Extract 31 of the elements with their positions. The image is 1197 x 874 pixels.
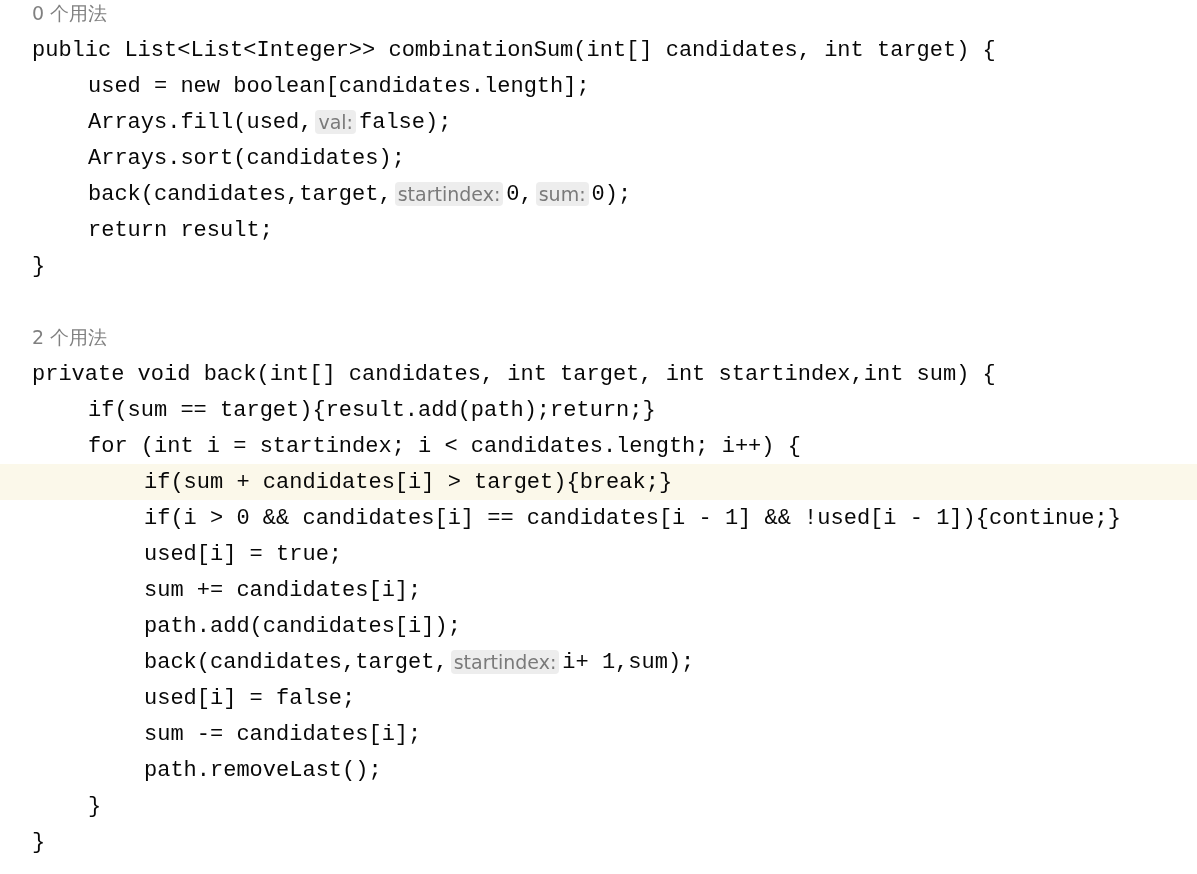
- code-text: false);: [359, 109, 452, 135]
- code-text: i+ 1,sum);: [562, 649, 695, 675]
- parameter-hint: val:: [315, 110, 356, 134]
- code-text: public List<List<Integer>> combinationSum(int[] candidates, int target) {: [32, 37, 996, 63]
- code-text: Arrays.fill(used,: [88, 109, 313, 135]
- code-text: path.removeLast();: [144, 757, 382, 783]
- code-text: }: [32, 829, 46, 855]
- usage-count: 0 个用法: [32, 1, 108, 26]
- code-text: used[i] = true;: [144, 541, 343, 567]
- code-text: for (int i = startindex; i < candidates.length; i++) {: [88, 433, 801, 459]
- code-text: back(candidates,target,: [88, 181, 392, 207]
- code-text: private void back(int[] candidates, int target, int startindex,int sum) {: [32, 361, 996, 387]
- parameter-hint: sum:: [535, 182, 589, 206]
- code-text: }: [88, 793, 102, 819]
- code-text: used = new boolean[candidates.length];: [88, 73, 590, 99]
- code-text: return result;: [88, 217, 273, 243]
- code-text: 0);: [591, 181, 632, 207]
- code-text: }: [32, 253, 46, 279]
- code-text: if(sum + candidates[i] > target){break;}: [144, 469, 673, 495]
- code-text: sum += candidates[i];: [144, 577, 422, 603]
- code-text: Arrays.sort(candidates);: [88, 145, 405, 171]
- code-text: if(i > 0 && candidates[i] == candidates[i - 1] && !used[i - 1]){continue;}: [144, 505, 1121, 531]
- code-text: used[i] = false;: [144, 685, 356, 711]
- code-text: 0,: [506, 181, 533, 207]
- parameter-hint: startindex:: [394, 182, 504, 206]
- usage-count: 2 个用法: [32, 325, 108, 350]
- code-text: if(sum == target){result.add(path);return;}: [88, 397, 656, 423]
- code-text: path.add(candidates[i]);: [144, 613, 461, 639]
- code-text: sum -= candidates[i];: [144, 721, 422, 747]
- parameter-hint: startindex:: [450, 650, 560, 674]
- code-text: back(candidates,target,: [144, 649, 448, 675]
